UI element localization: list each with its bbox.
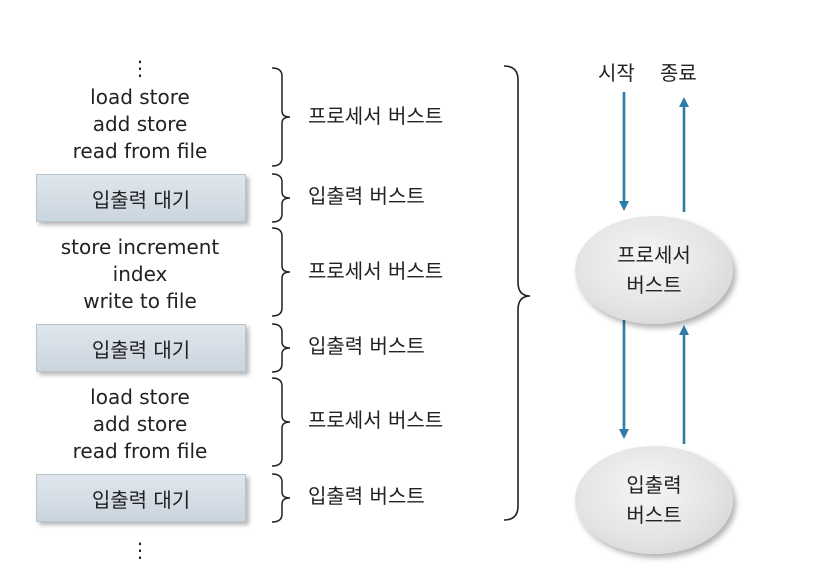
burst-label-5: 프로세서 버스트	[308, 408, 444, 432]
burst-brace-2	[271, 173, 291, 223]
burst-label-1: 프로세서 버스트	[308, 104, 444, 128]
bottom-ellipsis: ⋮	[130, 538, 150, 562]
burst-brace-1	[271, 67, 291, 167]
top-ellipsis: ⋮	[130, 56, 150, 80]
cpu-burst-node: 프로세서 버스트	[575, 216, 733, 324]
code-line: load store	[90, 385, 190, 409]
code-block-2: store increment index write to file	[20, 234, 260, 315]
code-line: add store	[92, 412, 188, 436]
code-line: load store	[90, 85, 190, 109]
burst-brace-4	[271, 323, 291, 373]
io-wait-box-2: 입출력 대기	[36, 324, 246, 372]
io-burst-node: 입출력 버스트	[575, 446, 733, 554]
cpu-burst-line: 프로세서	[617, 243, 691, 267]
io-burst-line: 버스트	[626, 503, 682, 527]
code-block-3: load store add store read from file	[20, 384, 260, 465]
burst-braces	[271, 67, 291, 523]
io-wait-box-1: 입출력 대기	[36, 174, 246, 222]
burst-label-3: 프로세서 버스트	[308, 259, 444, 283]
code-line: write to file	[83, 289, 197, 313]
burst-label-2: 입출력 버스트	[308, 184, 425, 208]
io-wait-box-3: 입출력 대기	[36, 474, 246, 522]
burst-brace-6	[271, 473, 291, 523]
burst-label-4: 입출력 버스트	[308, 334, 425, 358]
burst-brace-3	[271, 227, 291, 317]
large-brace	[503, 65, 531, 521]
code-block-1: load store add store read from file	[20, 84, 260, 165]
code-line: read from file	[72, 439, 208, 463]
code-line: store increment	[60, 235, 220, 259]
cpu-burst-line: 버스트	[626, 273, 682, 297]
code-line: index	[112, 262, 168, 286]
start-label: 시작	[598, 61, 635, 85]
code-line: read from file	[72, 139, 208, 163]
end-label: 종료	[660, 61, 697, 85]
burst-brace-5	[271, 377, 291, 467]
code-line: add store	[92, 112, 188, 136]
burst-label-6: 입출력 버스트	[308, 484, 425, 508]
io-burst-line: 입출력	[626, 473, 682, 497]
